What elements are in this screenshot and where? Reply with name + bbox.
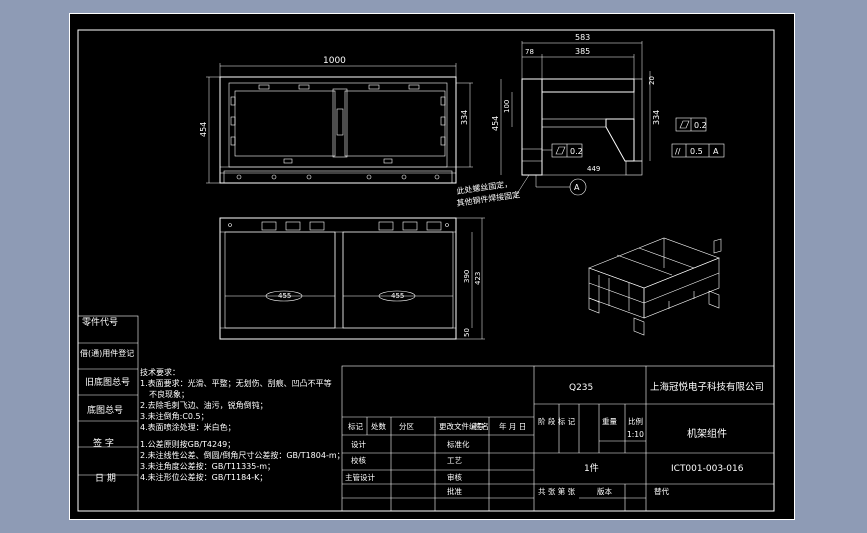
front-view: [206, 63, 473, 184]
side-view: [500, 41, 651, 176]
stamp-borrow-register: 借(通)用件登记: [80, 348, 134, 358]
datum-label: A: [574, 183, 580, 192]
std-line-2: 2.未注线性公差、倒圆/倒角尺寸公差按：GB/T1804-m；: [140, 450, 345, 460]
stamp-old-base-no: 旧底图总号: [85, 376, 130, 388]
drawing-number: ICT001-003-016: [671, 464, 744, 474]
dim-side-height: 334: [652, 110, 661, 125]
header-zone: 分区: [399, 422, 414, 431]
material-value: Q235: [569, 383, 593, 393]
outer-frame: [69, 13, 795, 520]
row-chief: 主管设计: [345, 472, 375, 482]
std-line-1: 1.公差原则按GB/T4249；: [140, 439, 235, 449]
scale-value: 1:10: [627, 430, 644, 439]
plan-view: [219, 217, 485, 340]
scale-label: 比例: [628, 416, 643, 426]
parallel-value: 0.5: [690, 147, 703, 156]
parallel-datum: A: [713, 147, 719, 156]
header-date: 年 月 日: [499, 421, 526, 431]
drawing-sheet: 零件代号 借(通)用件登记 旧底图总号 底图总号 签 字 日 期: [69, 13, 795, 520]
tech-line-2: 不良现象；: [149, 389, 189, 399]
company-name: 上海冠悦电子科技有限公司: [650, 381, 764, 393]
technical-requirements: 技术要求： 1.表面要求：光滑、平整；无划伤、刮痕、凹凸不平等 不良现象； 2.…: [140, 367, 345, 482]
flatness-frame-2: [542, 143, 583, 158]
tech-title: 技术要求：: [140, 367, 180, 377]
quantity-value: 1件: [584, 462, 599, 474]
title-block: [341, 365, 775, 512]
row-check: 校核: [351, 455, 366, 465]
weight-label: 重量: [602, 417, 617, 426]
row-review: 审核: [447, 472, 462, 482]
dim-plan-h2: 423: [474, 272, 482, 285]
drawing-canvas: 零件代号 借(通)用件登记 旧底图总号 底图总号 签 字 日 期: [69, 13, 795, 520]
header-mark: 标记: [348, 421, 363, 431]
row-design: 设计: [351, 439, 366, 449]
tech-line-5: 4.表面喷涂处理：米白色；: [140, 422, 236, 432]
stamp-date: 日 期: [95, 473, 116, 484]
flatness-value-2: 0.2: [570, 147, 583, 156]
dim-front-width: 1000: [323, 56, 346, 66]
dim-plan-right: 455: [391, 292, 404, 300]
replace-label: 替代: [654, 486, 669, 496]
dim-plan-left: 455: [278, 292, 291, 300]
std-line-4: 4.未注形位公差按：GB/T1184-K；: [140, 472, 267, 482]
dim-front-inner: 334: [460, 110, 469, 125]
parallel-frame: [671, 143, 725, 158]
dim-plan-bottom: 50: [463, 328, 471, 337]
version-label: 版本: [597, 486, 612, 496]
parallel-symbol: //: [675, 147, 681, 156]
dim-side-left: 78: [525, 48, 534, 56]
dim-side-top: 20: [648, 76, 656, 85]
tech-line-4: 3.未注倒角:C0.5；: [140, 411, 209, 421]
stage-mark-label: 阶 段 标 记: [538, 416, 576, 426]
row-approve: 批准: [447, 486, 462, 496]
part-name: 机架组件: [687, 427, 727, 440]
dim-side-bottom: 449: [587, 165, 600, 173]
std-line-3: 3.未注角度公差按：GB/T11335-m；: [140, 461, 275, 471]
header-sign: 签名: [474, 421, 489, 431]
row-process: 工艺: [447, 456, 462, 465]
row-standard: 标准化: [447, 439, 470, 449]
stamp-base-no: 底图总号: [87, 404, 123, 416]
stamp-part-code: 零件代号: [82, 316, 118, 328]
dim-plan-h1: 390: [463, 270, 471, 283]
dim-side-left-total: 454: [491, 116, 500, 131]
inner-border: [77, 29, 775, 512]
stamp-signature: 签 字: [93, 437, 114, 449]
dim-side-left-height: 100: [503, 100, 511, 113]
dim-front-height: 454: [199, 122, 208, 137]
tech-line-3: 2.去除毛刺飞边、油污，锐角倒钝；: [140, 400, 268, 410]
header-count: 处数: [371, 421, 386, 431]
dim-side-inner: 385: [575, 47, 590, 56]
sheets-label: 共 张 第 张: [538, 486, 576, 496]
tech-line-1: 1.表面要求：光滑、平整；无划伤、刮痕、凹凸不平等: [140, 378, 332, 388]
dim-side-total: 583: [575, 33, 590, 42]
left-stamp-column: 零件代号 借(通)用件登记 旧底图总号 底图总号 签 字 日 期: [77, 315, 139, 512]
flatness-value-1: 0.2: [694, 121, 707, 130]
isometric-view: [588, 237, 722, 336]
header-change-no: 更改文件编号: [439, 421, 484, 431]
flatness-frame-1: [675, 117, 707, 132]
